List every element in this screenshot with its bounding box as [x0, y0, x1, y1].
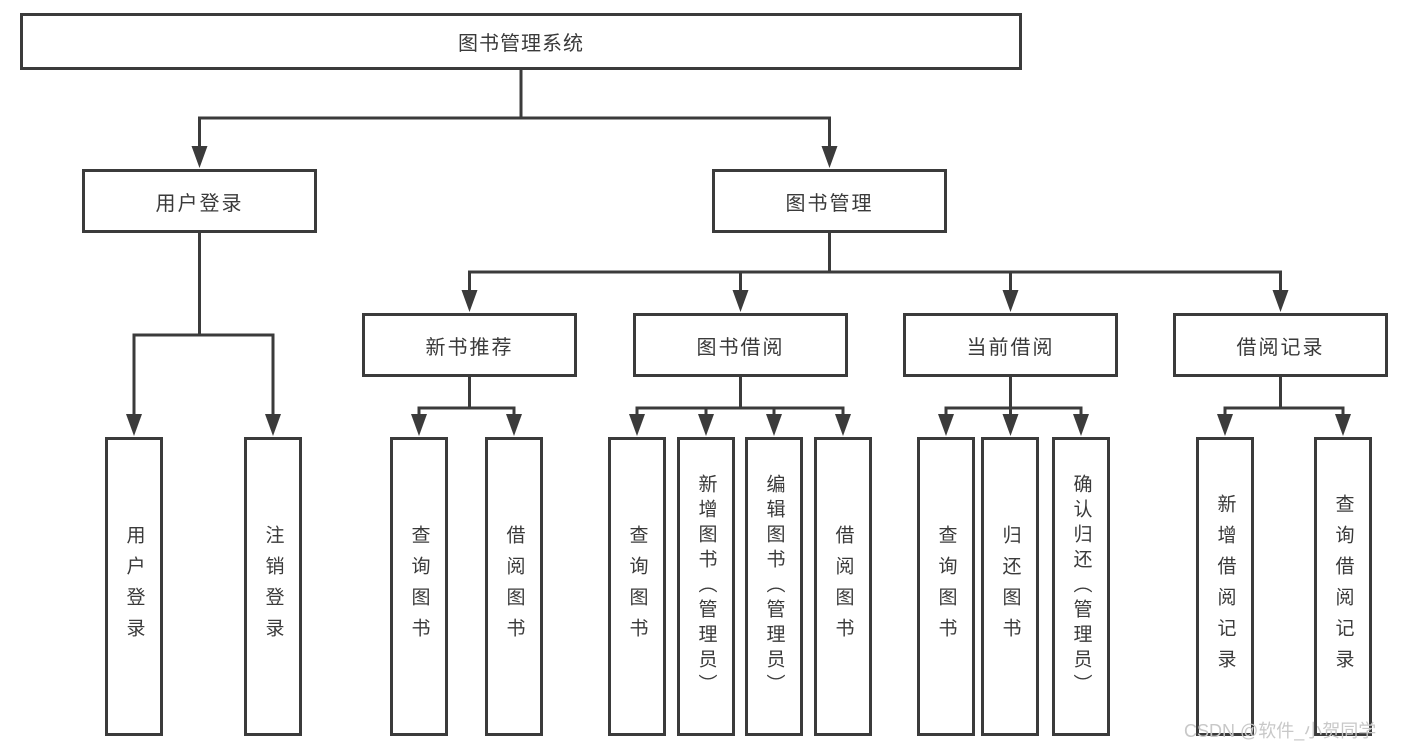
- leaf-query-books-borrow: 查询图书: [608, 437, 666, 736]
- node-new-book-recommend-label: 新书推荐: [425, 336, 514, 359]
- node-book-management: 图书管理: [712, 169, 947, 233]
- node-borrow-records-label: 借阅记录: [1236, 336, 1325, 359]
- node-current-borrow: 当前借阅: [903, 313, 1118, 377]
- node-borrow-records: 借阅记录: [1173, 313, 1388, 377]
- leaf-confirm-return-admin: 确认归还（管理员）: [1052, 437, 1110, 736]
- csdn-watermark: CSDN @软件_小贺同学: [1184, 721, 1377, 741]
- node-book-management-label: 图书管理: [785, 192, 874, 215]
- node-book-borrow-label: 图书借阅: [696, 336, 785, 359]
- node-new-book-recommend: 新书推荐: [362, 313, 577, 377]
- node-root-label: 图书管理系统: [458, 33, 584, 55]
- node-root: 图书管理系统: [20, 13, 1022, 70]
- node-current-borrow-label: 当前借阅: [966, 336, 1055, 359]
- leaf-query-borrow-record: 查询借阅记录: [1314, 437, 1372, 736]
- leaf-query-books-recommend: 查询图书: [390, 437, 448, 736]
- leaf-borrow-books-recommend: 借阅图书: [485, 437, 543, 736]
- leaf-edit-book-admin: 编辑图书（管理员）: [745, 437, 803, 736]
- leaf-add-book-admin: 新增图书（管理员）: [677, 437, 735, 736]
- node-book-borrow: 图书借阅: [633, 313, 848, 377]
- leaf-query-books-current: 查询图书: [917, 437, 975, 736]
- arrowheads: [126, 146, 1351, 436]
- leaf-add-borrow-record: 新增借阅记录: [1196, 437, 1254, 736]
- leaf-return-book: 归还图书: [981, 437, 1039, 736]
- leaf-user-login: 用户登录: [105, 437, 163, 736]
- node-user-login-label: 用户登录: [155, 192, 244, 215]
- node-user-login: 用户登录: [82, 169, 317, 233]
- leaf-logout: 注销登录: [244, 437, 302, 736]
- leaf-borrow-books: 借阅图书: [814, 437, 872, 736]
